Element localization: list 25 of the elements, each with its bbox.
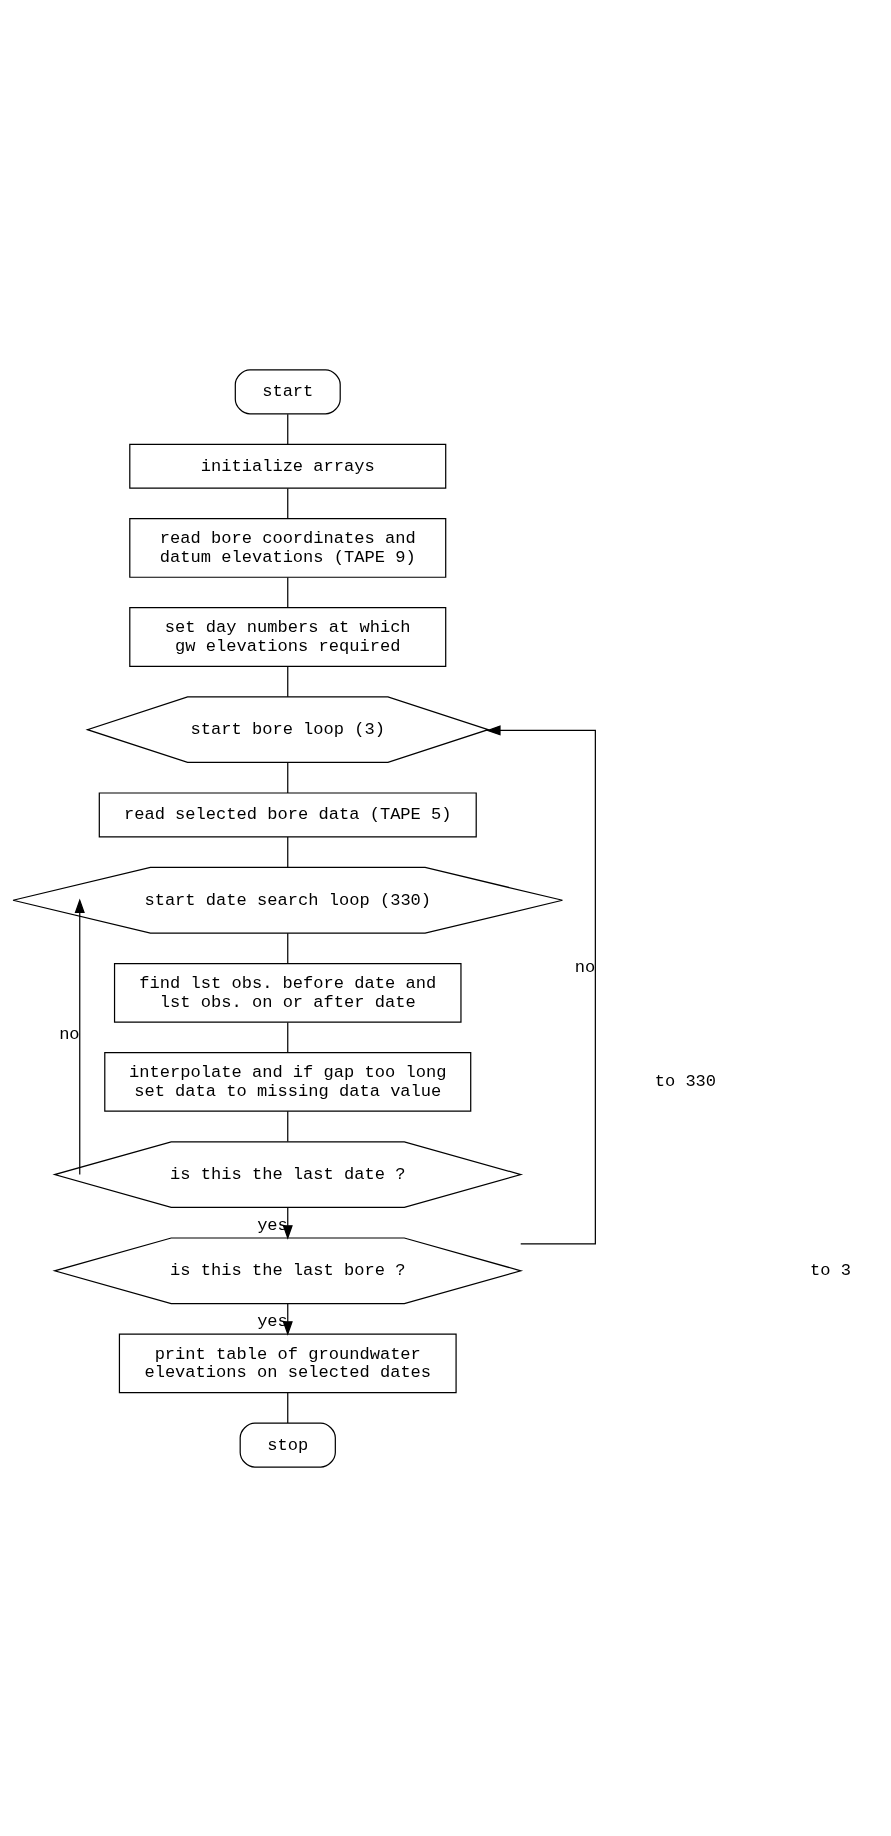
node-box: initialize arrays [129, 443, 447, 489]
connector [287, 487, 289, 519]
connector [287, 665, 289, 697]
connector [287, 1021, 289, 1053]
connector [287, 1110, 289, 1142]
connector [287, 413, 289, 445]
arrow [485, 724, 596, 1244]
edge-label: no [574, 957, 596, 977]
connector [287, 761, 289, 794]
node-box: print table of groundwater elevations on selected dates [118, 1333, 457, 1393]
node-box: set day numbers at which gw elevations required [129, 606, 447, 667]
connector [287, 576, 289, 608]
node-box: start [234, 368, 341, 414]
arrow [74, 897, 85, 1175]
connector [287, 932, 289, 964]
label: to 3 [810, 1260, 852, 1280]
node-box: interpolate and if gap too long set data to missing data value [104, 1051, 472, 1112]
node-box: stop [239, 1422, 336, 1468]
edge-label: no [59, 1024, 80, 1044]
connector [287, 835, 289, 868]
label: to 330 [654, 1071, 717, 1091]
node-box: find lst obs. before date and lst obs. on or after date [113, 962, 462, 1023]
connector [287, 1391, 289, 1423]
node-box: read bore coordinates and datum elevations (TAPE 9) [129, 517, 447, 578]
node-box: read selected bore data (TAPE 5) [98, 791, 477, 837]
